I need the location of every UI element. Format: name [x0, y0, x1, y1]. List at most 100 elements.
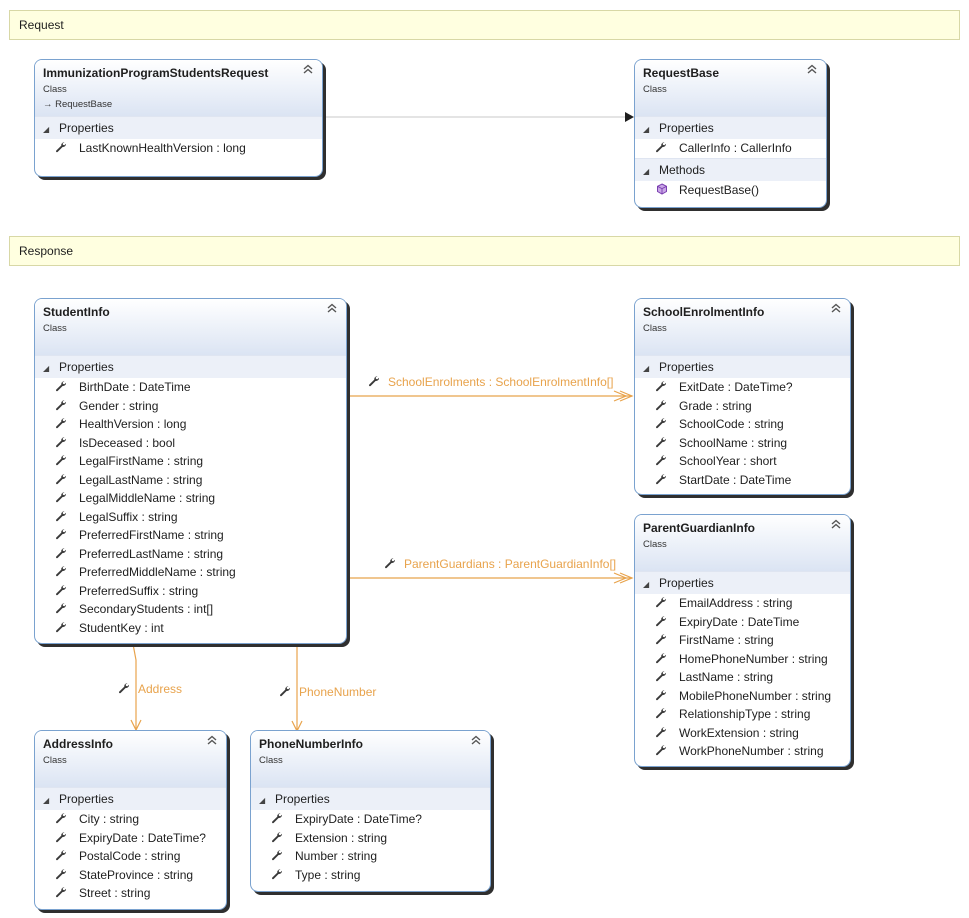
property-last-known-health-version[interactable]: LastKnownHealthVersion : long	[35, 139, 322, 158]
property-preferred-first-name[interactable]: PreferredFirstName : string	[35, 526, 346, 545]
property-is-deceased[interactable]: IsDeceased : bool	[35, 434, 346, 453]
member-text: LastName : string	[679, 670, 774, 684]
member-text: ExpiryDate : DateTime?	[295, 812, 422, 826]
member-text: WorkExtension : string	[679, 725, 799, 740]
section-header-properties[interactable]: ◢Properties	[635, 116, 826, 139]
wrench-icon	[271, 868, 285, 880]
base-class-name: RequestBase	[55, 99, 113, 110]
property-legal-suffix[interactable]: LegalSuffix : string	[35, 508, 346, 527]
section-header-properties[interactable]: ◢Properties	[35, 116, 322, 139]
member-text: BirthDate : DateTime	[79, 380, 191, 394]
parent-guardians-label: ParentGuardians : ParentGuardianInfo[]	[384, 557, 616, 571]
member-text: Street : string	[79, 886, 151, 900]
property-street[interactable]: Street : string	[35, 884, 226, 903]
property-expiry-date[interactable]: ExpiryDate : DateTime	[635, 613, 850, 632]
property-mobile-phone-number[interactable]: MobilePhoneNumber : string	[635, 687, 850, 706]
wrench-icon	[55, 831, 69, 843]
double-chevron-up-icon[interactable]	[471, 735, 481, 748]
property-preferred-middle-name[interactable]: PreferredMiddleName : string	[35, 563, 346, 582]
section-header-properties[interactable]: ◢Properties	[251, 787, 490, 810]
property-legal-middle-name[interactable]: LegalMiddleName : string	[35, 489, 346, 508]
property-postal-code[interactable]: PostalCode : string	[35, 847, 226, 866]
property-first-name[interactable]: FirstName : string	[635, 631, 850, 650]
school-enrolments-arrowhead	[619, 390, 634, 402]
class-name: ImmunizationProgramStudentsRequest	[43, 66, 269, 80]
double-chevron-up-icon[interactable]	[831, 519, 841, 532]
property-expiry-date[interactable]: ExpiryDate : DateTime?	[251, 810, 490, 829]
property-student-key[interactable]: StudentKey : int	[35, 619, 346, 638]
double-chevron-up-icon[interactable]	[303, 64, 313, 77]
property-caller-info[interactable]: CallerInfo : CallerInfo	[635, 139, 826, 158]
method-request-base[interactable]: RequestBase()	[635, 181, 826, 200]
property-start-date[interactable]: StartDate : DateTime	[635, 471, 850, 490]
class-name: AddressInfo	[43, 737, 114, 751]
double-chevron-up-icon[interactable]	[327, 303, 337, 316]
inheritance-note: → RequestBase	[43, 98, 314, 111]
member-text: Grade : string	[679, 398, 752, 413]
property-school-year[interactable]: SchoolYear : short	[635, 452, 850, 471]
property-school-code[interactable]: SchoolCode : string	[635, 415, 850, 434]
class-kind: Class	[643, 539, 667, 550]
section-header-properties[interactable]: ◢Properties	[635, 571, 850, 594]
class-kind: Class	[643, 84, 667, 95]
wrench-icon	[655, 141, 669, 153]
property-preferred-last-name[interactable]: PreferredLastName : string	[35, 545, 346, 564]
double-chevron-up-icon[interactable]	[207, 735, 217, 748]
member-text: SecondaryStudents : int[]	[79, 602, 214, 616]
property-gender[interactable]: Gender : string	[35, 397, 346, 416]
property-extension[interactable]: Extension : string	[251, 829, 490, 848]
property-secondary-students[interactable]: SecondaryStudents : int[]	[35, 600, 346, 619]
section-header-methods[interactable]: ◢Methods	[635, 157, 826, 181]
property-legal-first-name[interactable]: LegalFirstName : string	[35, 452, 346, 471]
section-header-properties[interactable]: ◢Properties	[35, 787, 226, 810]
member-text: RelationshipType : string	[679, 707, 811, 721]
property-work-extension[interactable]: WorkExtension : string	[635, 724, 850, 743]
wrench-icon	[55, 380, 69, 392]
property-last-name[interactable]: LastName : string	[635, 668, 850, 687]
address-label: Address	[118, 682, 182, 696]
property-health-version[interactable]: HealthVersion : long	[35, 415, 346, 434]
property-school-name[interactable]: SchoolName : string	[635, 434, 850, 453]
member-text: WorkPhoneNumber : string	[679, 744, 824, 758]
section-header-properties[interactable]: ◢Properties	[635, 355, 850, 378]
property-email-address[interactable]: EmailAddress : string	[635, 594, 850, 613]
property-number[interactable]: Number : string	[251, 847, 490, 866]
member-text: PostalCode : string	[79, 849, 181, 863]
property-home-phone-number[interactable]: HomePhoneNumber : string	[635, 650, 850, 669]
inheritance-arrowhead	[625, 112, 634, 122]
property-exit-date[interactable]: ExitDate : DateTime?	[635, 378, 850, 397]
triangle-expanded-icon: ◢	[643, 125, 650, 134]
property-relationship-type[interactable]: RelationshipType : string	[635, 705, 850, 724]
property-birth-date[interactable]: BirthDate : DateTime	[35, 378, 346, 397]
property-preferred-suffix[interactable]: PreferredSuffix : string	[35, 582, 346, 601]
double-chevron-up-icon[interactable]	[831, 303, 841, 316]
wrench-icon	[655, 633, 669, 645]
property-city[interactable]: City : string	[35, 810, 226, 829]
double-chevron-up-icon[interactable]	[807, 64, 817, 77]
property-type[interactable]: Type : string	[251, 866, 490, 885]
wrench-icon	[55, 547, 69, 559]
wrench-icon	[55, 602, 69, 614]
section-title: Properties	[275, 792, 330, 806]
property-state-province[interactable]: StateProvince : string	[35, 866, 226, 885]
triangle-expanded-icon: ◢	[643, 166, 650, 176]
property-expiry-date[interactable]: ExpiryDate : DateTime?	[35, 829, 226, 848]
property-legal-last-name[interactable]: LegalLastName : string	[35, 471, 346, 490]
section-header-properties[interactable]: ◢Properties	[35, 355, 346, 378]
property-grade[interactable]: Grade : string	[635, 397, 850, 416]
property-work-phone-number[interactable]: WorkPhoneNumber : string	[635, 742, 850, 761]
wrench-icon	[655, 744, 669, 756]
member-text: LegalLastName : string	[79, 472, 203, 487]
member-text: ExpiryDate : DateTime?	[79, 830, 206, 845]
wrench-icon	[655, 652, 669, 664]
